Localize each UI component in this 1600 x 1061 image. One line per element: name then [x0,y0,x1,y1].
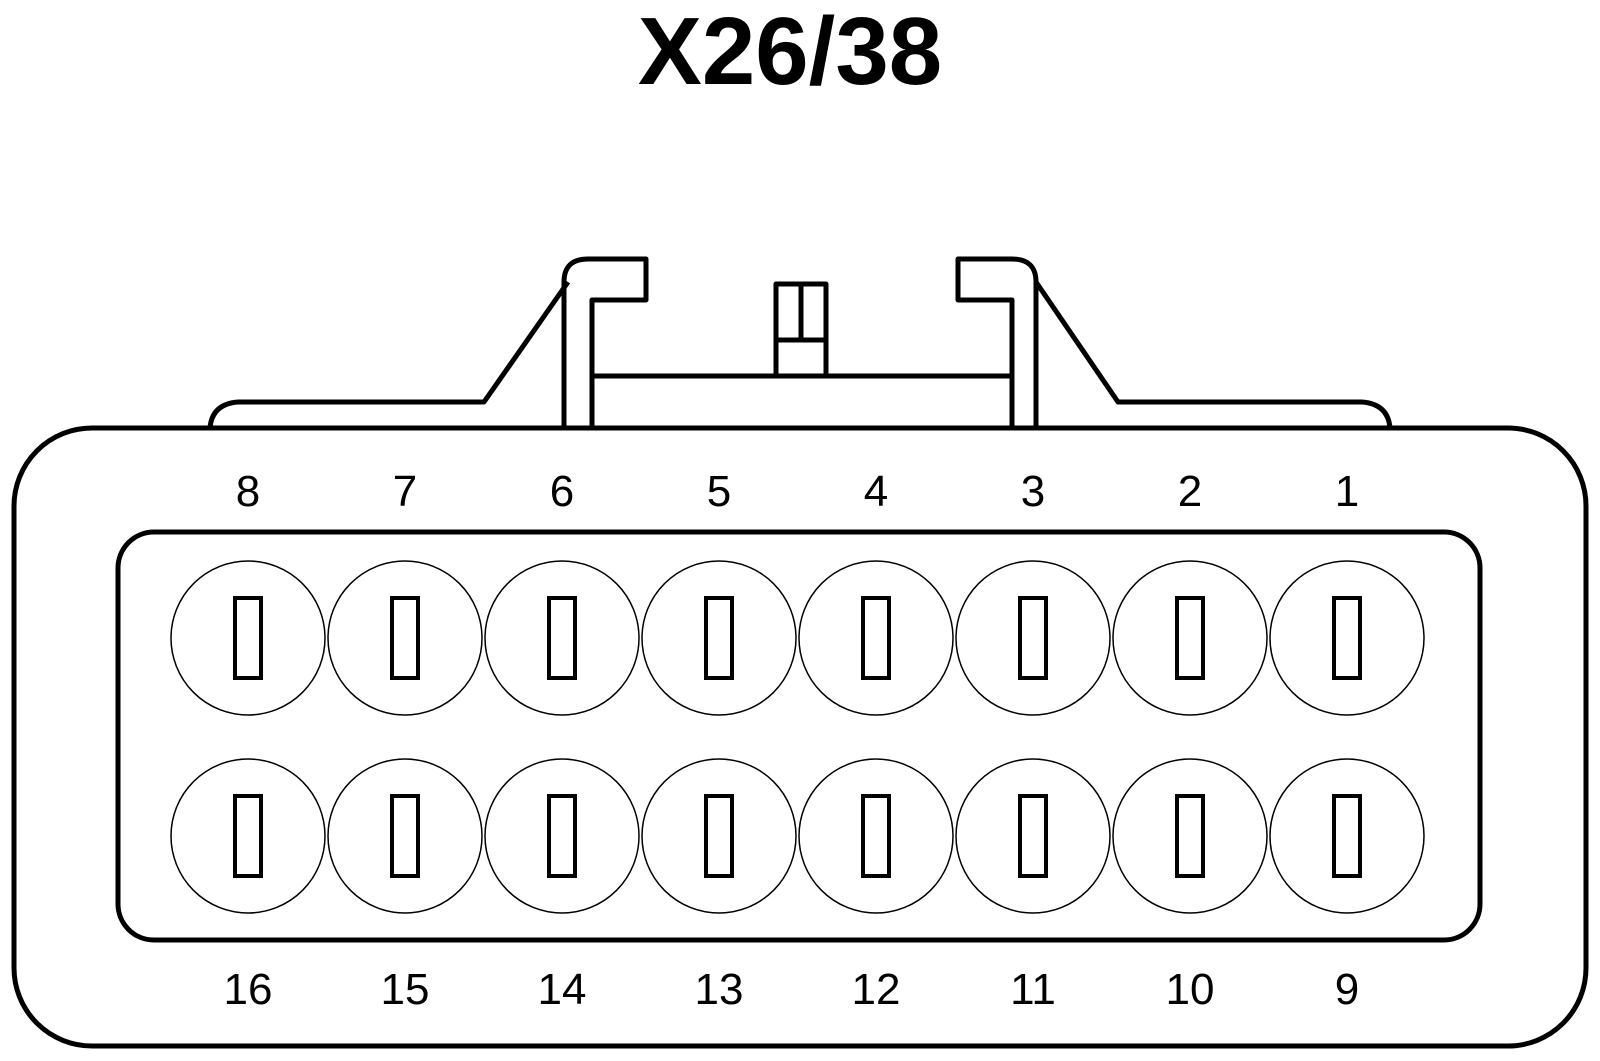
pin-cavity-circle [484,560,640,716]
pin-number-label: 9 [1335,965,1359,1014]
pin-cavity-circle [170,758,326,914]
pin-cavity-circle [1269,560,1425,716]
pin-terminal [704,596,734,680]
pin-cavity [955,758,1111,914]
pin-cavity-circle [955,758,1111,914]
bottom-row-pin-labels: 16 15 14 13 12 11 10 9 [224,965,1360,1014]
pin-terminal [1332,794,1362,878]
pin-number-label: 12 [852,965,901,1014]
pin-terminal [1018,596,1048,680]
pin-cavity [1112,560,1268,716]
pin-cavity [170,560,326,716]
pin-cavity-circle [327,758,483,914]
pin-cavity-circle [327,560,483,716]
pin-number-label: 10 [1166,965,1215,1014]
pin-cavity [1269,560,1425,716]
pin-terminal [233,596,263,680]
pin-cavity-circle [1112,758,1268,914]
pin-cavity [641,560,797,716]
pin-terminal [547,794,577,878]
pin-cavity [484,560,640,716]
pin-cavity [170,758,326,914]
pin-cavity [798,758,954,914]
pin-terminal [390,596,420,680]
pin-number-label: 2 [1178,467,1202,516]
pin-cavity-circle [1112,560,1268,716]
connector-housing [11,425,1589,1049]
pin-terminal [233,794,263,878]
pin-terminal [1175,794,1205,878]
pin-cavity-circle [798,560,954,716]
pin-cavity [484,758,640,914]
pin-number-label: 11 [1010,965,1056,1014]
connector-title: X26/38 [638,0,942,105]
pin-terminal [1175,596,1205,680]
pin-cavity-circle [798,758,954,914]
pin-number-label: 13 [695,965,744,1014]
pin-cavities [170,560,1425,914]
pin-terminal [861,794,891,878]
pin-cavity-circle [484,758,640,914]
pin-terminal [547,596,577,680]
pin-cavity [641,758,797,914]
pin-cavity [1112,758,1268,914]
pin-number-label: 15 [381,965,430,1014]
pin-number-label: 6 [550,467,574,516]
pin-cavity [327,758,483,914]
pin-cavity-circle [170,560,326,716]
pin-cavity-circle [641,560,797,716]
pin-cavity-block [115,529,1483,943]
pin-number-label: 4 [864,467,888,516]
pin-number-label: 14 [538,965,587,1014]
locking-latch [207,256,1393,429]
pin-terminal [861,596,891,680]
top-row-pin-labels: 8 7 6 5 4 3 2 1 [236,467,1359,516]
pin-cavity [798,560,954,716]
pin-terminal [1018,794,1048,878]
pin-cavity [327,560,483,716]
pin-number-label: 8 [236,467,260,516]
pin-number-label: 16 [224,965,273,1014]
pin-number-label: 5 [707,467,731,516]
pin-cavity [955,560,1111,716]
pin-terminal [704,794,734,878]
pin-cavity-circle [641,758,797,914]
pin-terminal [390,794,420,878]
pin-number-label: 1 [1335,467,1359,516]
pin-number-label: 3 [1021,467,1045,516]
pin-cavity-circle [1269,758,1425,914]
pin-terminal [1332,596,1362,680]
pin-cavity-circle [955,560,1111,716]
pin-cavity [1269,758,1425,914]
pin-number-label: 7 [393,467,417,516]
